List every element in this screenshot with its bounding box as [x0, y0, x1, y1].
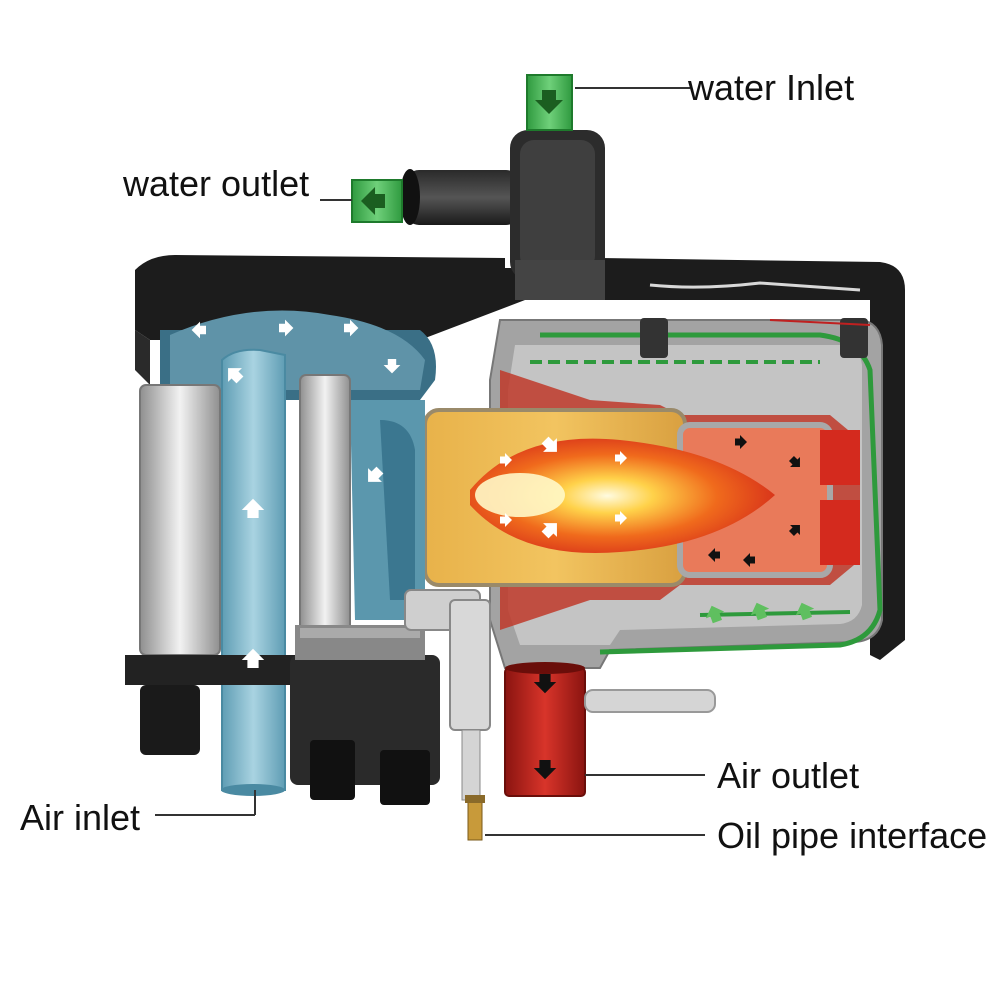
label-water-inlet: water Inlet [688, 67, 855, 108]
flow-arrow-icon [708, 548, 720, 562]
flow-arrow-icon [705, 605, 725, 624]
flow-arrow-icon [228, 368, 244, 384]
flow-arrow-icon [615, 451, 627, 465]
left-arrow-icon [361, 187, 385, 215]
down-arrow-icon [533, 760, 557, 780]
flow-arrow-icon [368, 466, 384, 482]
label-oil-pipe-interface: Oil pipe interface [717, 815, 988, 856]
flow-arrow-icon [750, 602, 770, 621]
flow-arrow-icon [788, 455, 800, 467]
flow-arrows [191, 90, 815, 780]
down-arrow-icon [535, 90, 563, 114]
flow-arrow-icon [788, 525, 800, 537]
label-air-outlet: Air outlet [717, 755, 860, 796]
flow-arrow-icon [500, 513, 512, 527]
label-air-inlet: Air inlet [20, 797, 141, 838]
flow-arrow-icon [615, 511, 627, 525]
flow-arrow-icon [241, 648, 265, 668]
flow-arrow-icon [795, 602, 815, 621]
flow-arrow-icon [241, 498, 265, 518]
flow-arrow-icon [541, 436, 557, 452]
flow-arrow-icon [735, 435, 747, 449]
flow-arrow-icon [541, 523, 557, 539]
flow-arrow-icon [743, 553, 755, 567]
flow-arrow-icon [500, 453, 512, 467]
down-arrow-icon [533, 674, 557, 694]
label-water-outlet: water outlet [123, 163, 310, 204]
